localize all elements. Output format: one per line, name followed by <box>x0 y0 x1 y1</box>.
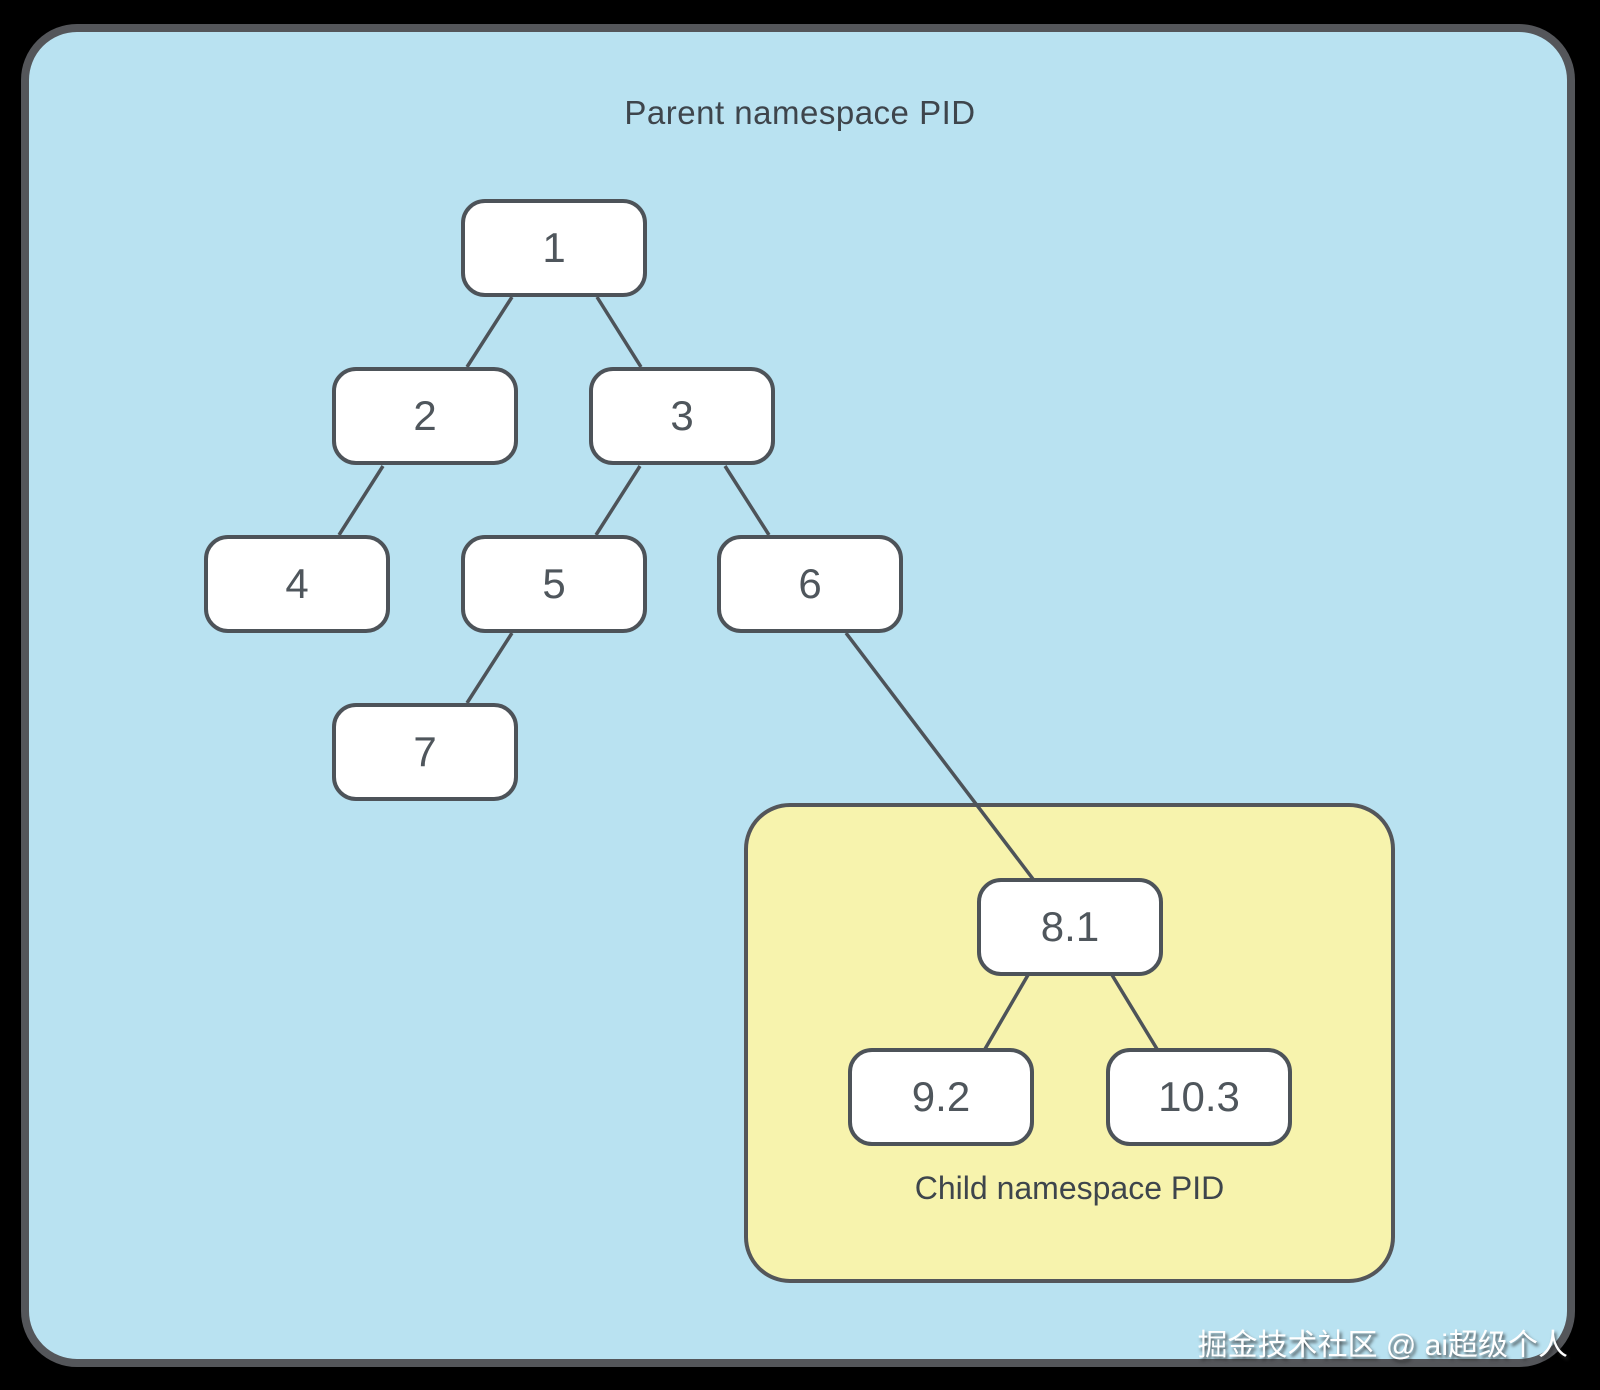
edge-8.1-10.3 <box>1110 974 1159 1050</box>
tree-node-5: 5 <box>461 535 647 633</box>
edge-6-8.1 <box>844 631 1035 881</box>
tree-node-6: 6 <box>717 535 903 633</box>
tree-node-7: 7 <box>332 703 518 801</box>
tree-node-9.2: 9.2 <box>848 1048 1034 1146</box>
edge-1-2 <box>465 296 514 368</box>
tree-node-3: 3 <box>589 367 775 465</box>
parent-namespace-title: Parent namespace PID <box>624 94 976 131</box>
tree-node-1: 1 <box>461 199 647 297</box>
watermark-text: 掘金技术社区 @ ai超级个人 <box>1197 1329 1568 1362</box>
child-namespace-title: Child namespace PID <box>914 1170 1225 1206</box>
edge-5-7 <box>465 632 514 704</box>
edge-2-4 <box>337 465 385 536</box>
edge-3-5 <box>594 465 642 536</box>
tree-node-8.1: 8.1 <box>977 878 1163 976</box>
edge-8.1-9.2 <box>983 974 1030 1050</box>
tree-node-2: 2 <box>332 367 518 465</box>
edge-3-6 <box>723 465 771 536</box>
tree-node-4: 4 <box>204 535 390 633</box>
tree-node-10.3: 10.3 <box>1106 1048 1292 1146</box>
edge-1-3 <box>595 296 643 368</box>
